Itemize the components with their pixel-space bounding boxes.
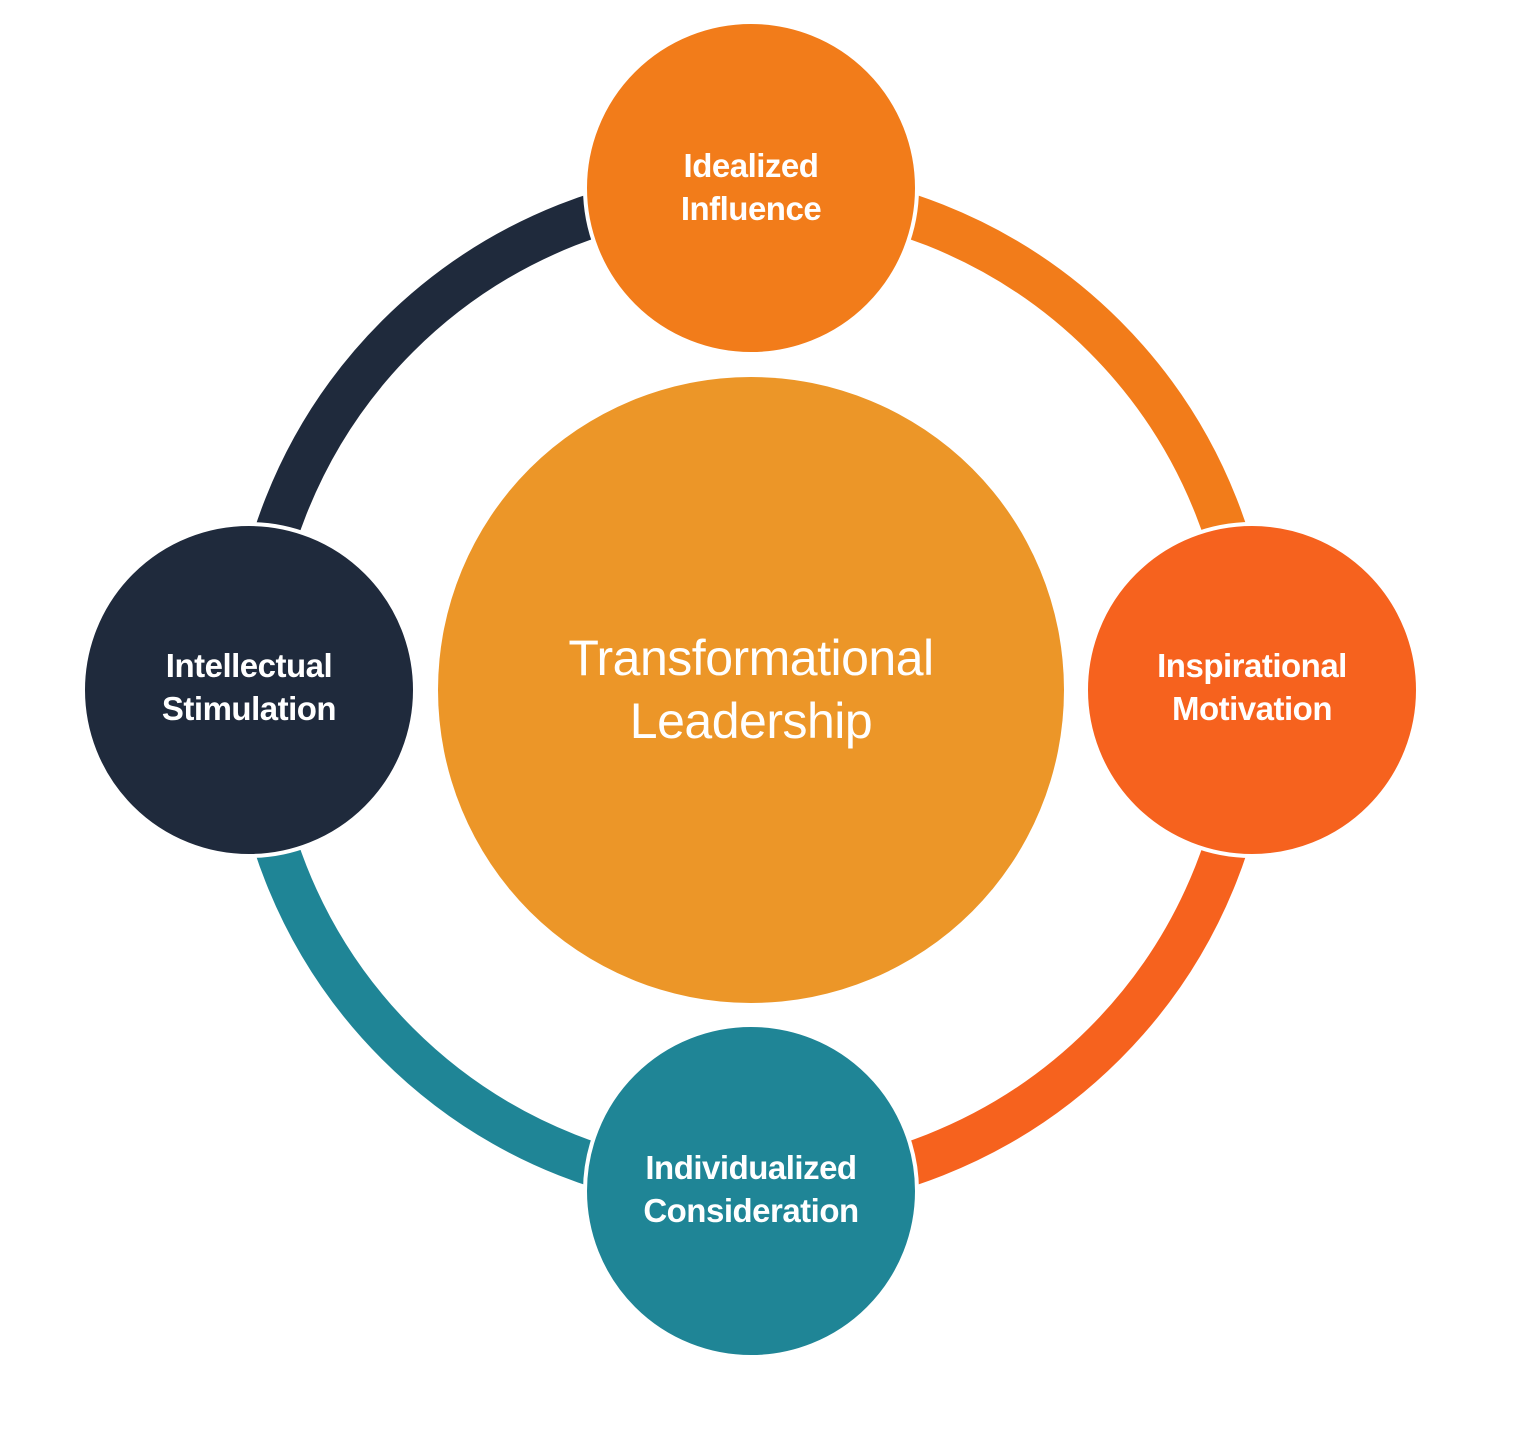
node-individualized-consideration (583, 1023, 919, 1359)
node-inspirational-motivation-line1: Inspirational (1157, 647, 1347, 684)
node-intellectual-stimulation (81, 522, 417, 858)
node-intellectual-stimulation-line1: Intellectual (166, 647, 332, 684)
node-inspirational-motivation-line2: Motivation (1172, 690, 1332, 727)
node-idealized-influence-line1: Idealized (684, 147, 819, 184)
center-circle (438, 377, 1064, 1003)
node-idealized-influence-line2: Influence (681, 190, 822, 227)
node-individualized-consideration-line1: Individualized (645, 1149, 856, 1186)
center-label-line1: Transformational (568, 630, 933, 686)
node-inspirational-motivation (1084, 522, 1420, 858)
node-individualized-consideration-line2: Consideration (643, 1192, 858, 1229)
node-intellectual-stimulation-line2: Stimulation (162, 690, 336, 727)
center-label-line2: Leadership (630, 693, 872, 749)
node-idealized-influence (583, 20, 919, 356)
